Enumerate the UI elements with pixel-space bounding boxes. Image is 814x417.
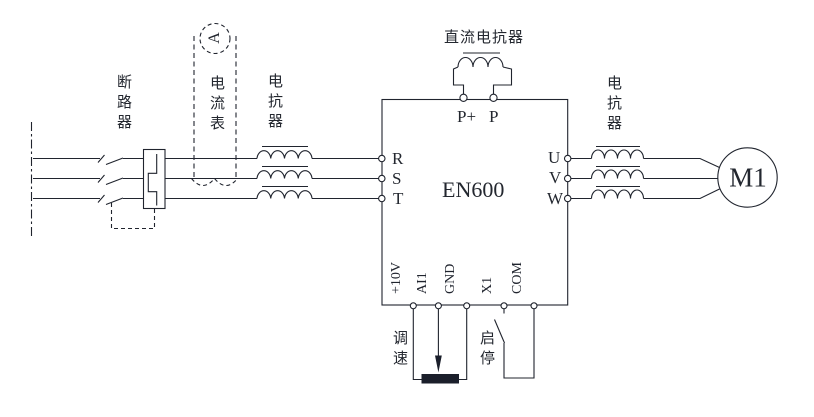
terminal-v: V <box>549 168 562 187</box>
phase-lines-mid <box>165 157 379 200</box>
circuit-breaker-symbol <box>110 148 166 230</box>
output-reactor-label: 电抗器 <box>605 75 622 135</box>
terminal-x1-label: X1 <box>480 276 495 294</box>
terminal-10v-label: +10V <box>389 261 405 294</box>
terminal-s: S <box>392 169 402 188</box>
inverter-model-label: EN600 <box>442 177 505 202</box>
dc-reactor-symbol <box>452 52 513 95</box>
terminal-w: W <box>547 189 564 208</box>
speed-control-label: 调速 <box>391 330 408 370</box>
inverter-box <box>381 98 569 306</box>
input-reactor-label: 电抗器 <box>266 73 283 133</box>
terminal-r: R <box>392 149 404 168</box>
dc-reactor-label: 直流电抗器 <box>444 29 525 46</box>
terminal-com-label: COM <box>510 262 525 294</box>
ammeter-symbol <box>191 22 238 187</box>
motor-circle <box>717 147 778 208</box>
terminal-t: T <box>393 189 404 208</box>
start-stop-label: 启停 <box>478 330 495 370</box>
motor-label: M1 <box>729 162 767 193</box>
ammeter-label: 电流表 <box>208 75 225 135</box>
terminal-circles <box>378 93 572 310</box>
speed-pot-circuit <box>412 308 468 384</box>
terminal-p: P <box>489 107 499 126</box>
terminal-u: U <box>548 148 561 167</box>
terminal-p-plus: P+ <box>457 107 477 126</box>
phase-lines-left <box>33 154 144 206</box>
output-reactor-symbols <box>570 145 720 200</box>
terminal-ai1-label: AI1 <box>414 272 430 294</box>
breaker-label: 断路器 <box>115 74 132 134</box>
input-reactor-symbols <box>256 145 313 199</box>
start-stop-switch <box>493 308 535 379</box>
ammeter-letter: A <box>205 32 223 44</box>
terminal-gnd-label: GND <box>442 263 458 294</box>
